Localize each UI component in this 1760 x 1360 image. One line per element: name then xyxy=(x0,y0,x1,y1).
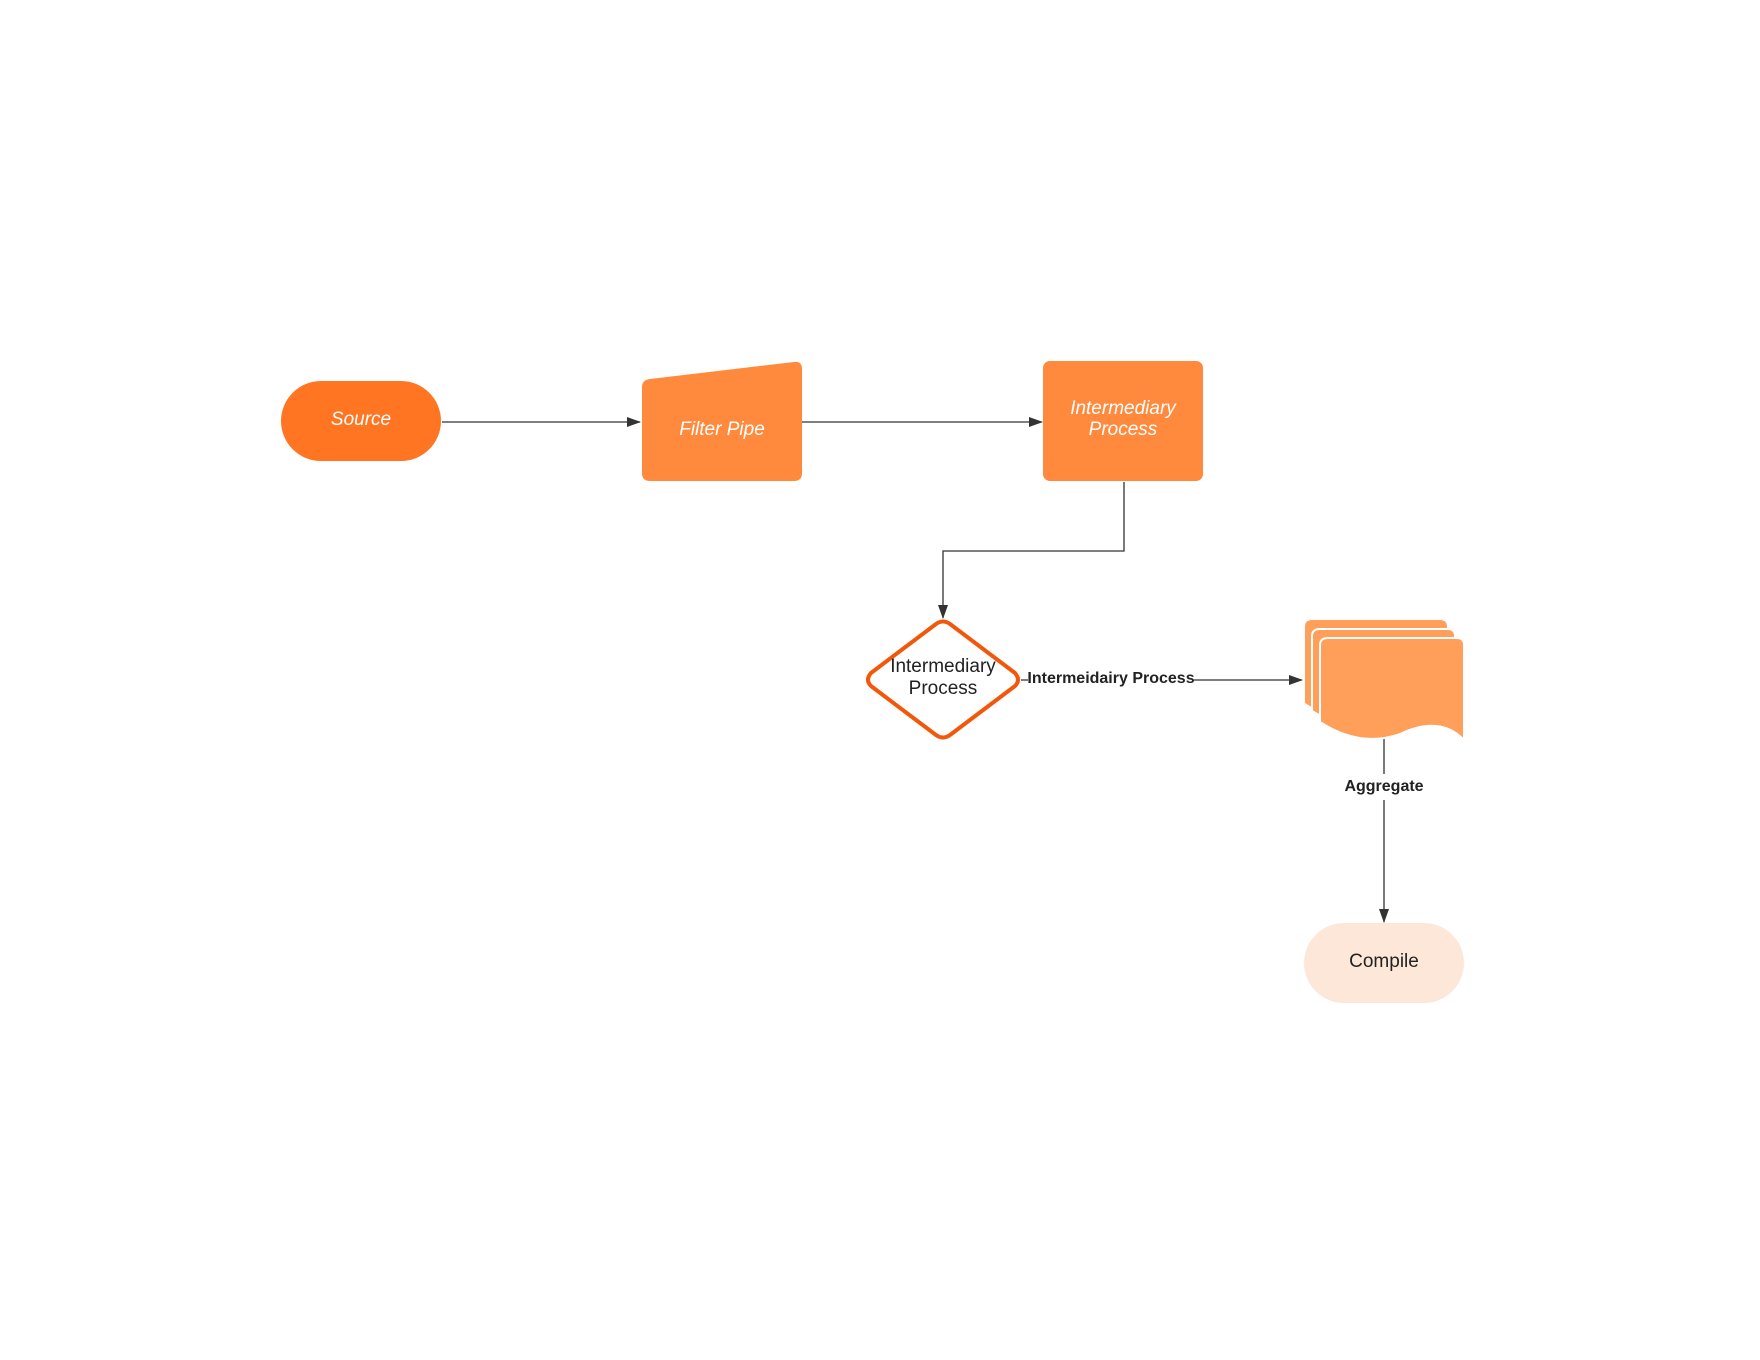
edge-label-bg xyxy=(1028,667,1194,691)
node-source[interactable]: Source xyxy=(281,381,441,461)
filter-pipe-label: Filter Pipe xyxy=(679,419,765,440)
node-multi-document[interactable] xyxy=(1305,620,1465,743)
edge-label-documents-to-compile: Aggregate xyxy=(1340,774,1428,800)
edge-label-aggregate: Aggregate xyxy=(1344,778,1423,795)
compile-shape xyxy=(1304,923,1464,1003)
connector-process-to-decision[interactable] xyxy=(938,482,1125,619)
edge-label-intermeidairy-process: Intermeidairy Process xyxy=(1027,670,1194,687)
decision-label-line1: Intermediary xyxy=(890,656,996,677)
document-front-page xyxy=(1319,637,1465,743)
decision-diamond-shape xyxy=(866,619,1020,740)
node-intermediary-process-decision[interactable]: Intermediary Process xyxy=(866,619,1020,740)
intermediary-process-box-shape xyxy=(1043,361,1203,481)
intermediary-process-box-label-line1: Intermediary xyxy=(1070,398,1177,419)
edge-label-bg xyxy=(1340,774,1428,800)
edge-label-decision-to-documents: Intermeidairy Process xyxy=(1027,667,1195,691)
source-label: Source xyxy=(331,409,391,430)
compile-label: Compile xyxy=(1349,951,1419,972)
node-filter-pipe[interactable]: Filter Pipe xyxy=(642,361,802,481)
filter-pipe-shape xyxy=(642,361,802,481)
intermediary-process-box-label-line2: Process xyxy=(1089,419,1158,440)
node-compile[interactable]: Compile xyxy=(1304,923,1464,1003)
source-shape xyxy=(281,381,441,461)
decision-label-line2: Process xyxy=(909,678,978,699)
node-intermediary-process-box[interactable]: Intermediary Process xyxy=(1043,361,1203,481)
